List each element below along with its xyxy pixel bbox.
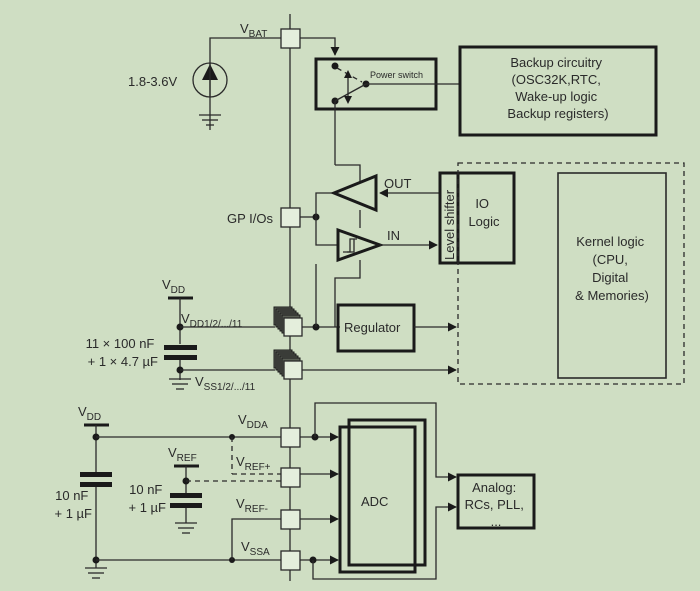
output-buffer-icon xyxy=(330,173,378,213)
decoupling-vref-label: 10 nF + 1 µF xyxy=(129,482,167,515)
out-label: OUT xyxy=(384,176,412,191)
ground-icon xyxy=(85,567,107,579)
vss-stacked-pads xyxy=(273,349,303,380)
vbat-section: VBAT 1.8-3.6V Power switch Backup circ xyxy=(128,21,658,183)
power-switch-label: Power switch xyxy=(370,70,423,80)
switch-arrow-up-icon xyxy=(344,70,352,78)
input-schmitt-buffer-icon xyxy=(336,227,385,263)
level-shifter-label: Level shifter xyxy=(442,189,457,260)
analog-box xyxy=(456,473,536,530)
gpio-pad xyxy=(280,207,301,228)
vdda-pad xyxy=(280,427,301,448)
vssa-label: VSSA xyxy=(241,539,270,558)
analog-box-label: Analog: RCs, PLL, ... xyxy=(465,480,528,529)
vdd-pins-label: VDD1/2/.../11 xyxy=(181,311,243,330)
ground-icon xyxy=(175,522,197,534)
kernel-logic-label: Kernel logic (CPU, Digital & Memories) xyxy=(575,234,649,303)
io-logic-label: IO Logic xyxy=(468,196,500,229)
backup-circuitry-label: Backup circuitry (OSC32K,RTC, Wake-up lo… xyxy=(507,55,608,121)
adc-box xyxy=(338,425,417,574)
vdd-bottom-label: VDD xyxy=(78,404,101,423)
battery-voltage-label: 1.8-3.6V xyxy=(128,74,177,89)
ground-icon xyxy=(199,114,221,126)
vbat-label: VBAT xyxy=(240,21,267,40)
analog-section: VDD 10 nF + 1 µF VREF xyxy=(55,402,536,580)
vdd-digital-section: VDD VDD1/2/.../11 VSS1/2/.../11 11 × 100… xyxy=(86,264,457,393)
vdd-stacked-pads xyxy=(273,306,303,337)
kernel-logic-box xyxy=(557,172,667,379)
vbat-wire xyxy=(209,37,281,130)
vref-plus-pad xyxy=(280,467,301,488)
vdd-top-label: VDD xyxy=(162,277,185,296)
decoupling-digital-label: 11 × 100 nF + 1 × 4.7 µF xyxy=(86,336,158,369)
vref-minus-pad xyxy=(280,509,301,530)
vdda-label: VDDA xyxy=(238,412,268,431)
regulator-label: Regulator xyxy=(344,320,401,335)
vref-plus-label: VREF+ xyxy=(236,454,271,473)
backup-circuitry-box xyxy=(458,45,658,137)
in-label: IN xyxy=(387,228,400,243)
adc-box-back xyxy=(347,418,427,567)
vssa-pad xyxy=(280,550,301,571)
gpio-section: GP I/Os OUT IN Level shifter IO Logic xyxy=(227,171,516,327)
capacitor-icon xyxy=(80,472,112,487)
regulator-box xyxy=(336,303,416,353)
core-domain-dashed-box xyxy=(457,162,685,385)
switch-arrow-down-icon xyxy=(344,96,352,104)
vss-pins-label: VSS1/2/.../11 xyxy=(195,374,256,393)
vref-label: VREF xyxy=(168,445,197,464)
vref-minus-label: VREF- xyxy=(236,496,268,515)
ground-icon xyxy=(169,378,191,390)
capacitor-icon xyxy=(164,345,197,360)
decoupling-analog-label: 10 nF + 1 µF xyxy=(55,488,93,521)
capacitor-icon xyxy=(170,493,202,508)
adc-label: ADC xyxy=(361,494,388,509)
gpio-label: GP I/Os xyxy=(227,211,273,226)
vbat-pad xyxy=(280,28,301,49)
